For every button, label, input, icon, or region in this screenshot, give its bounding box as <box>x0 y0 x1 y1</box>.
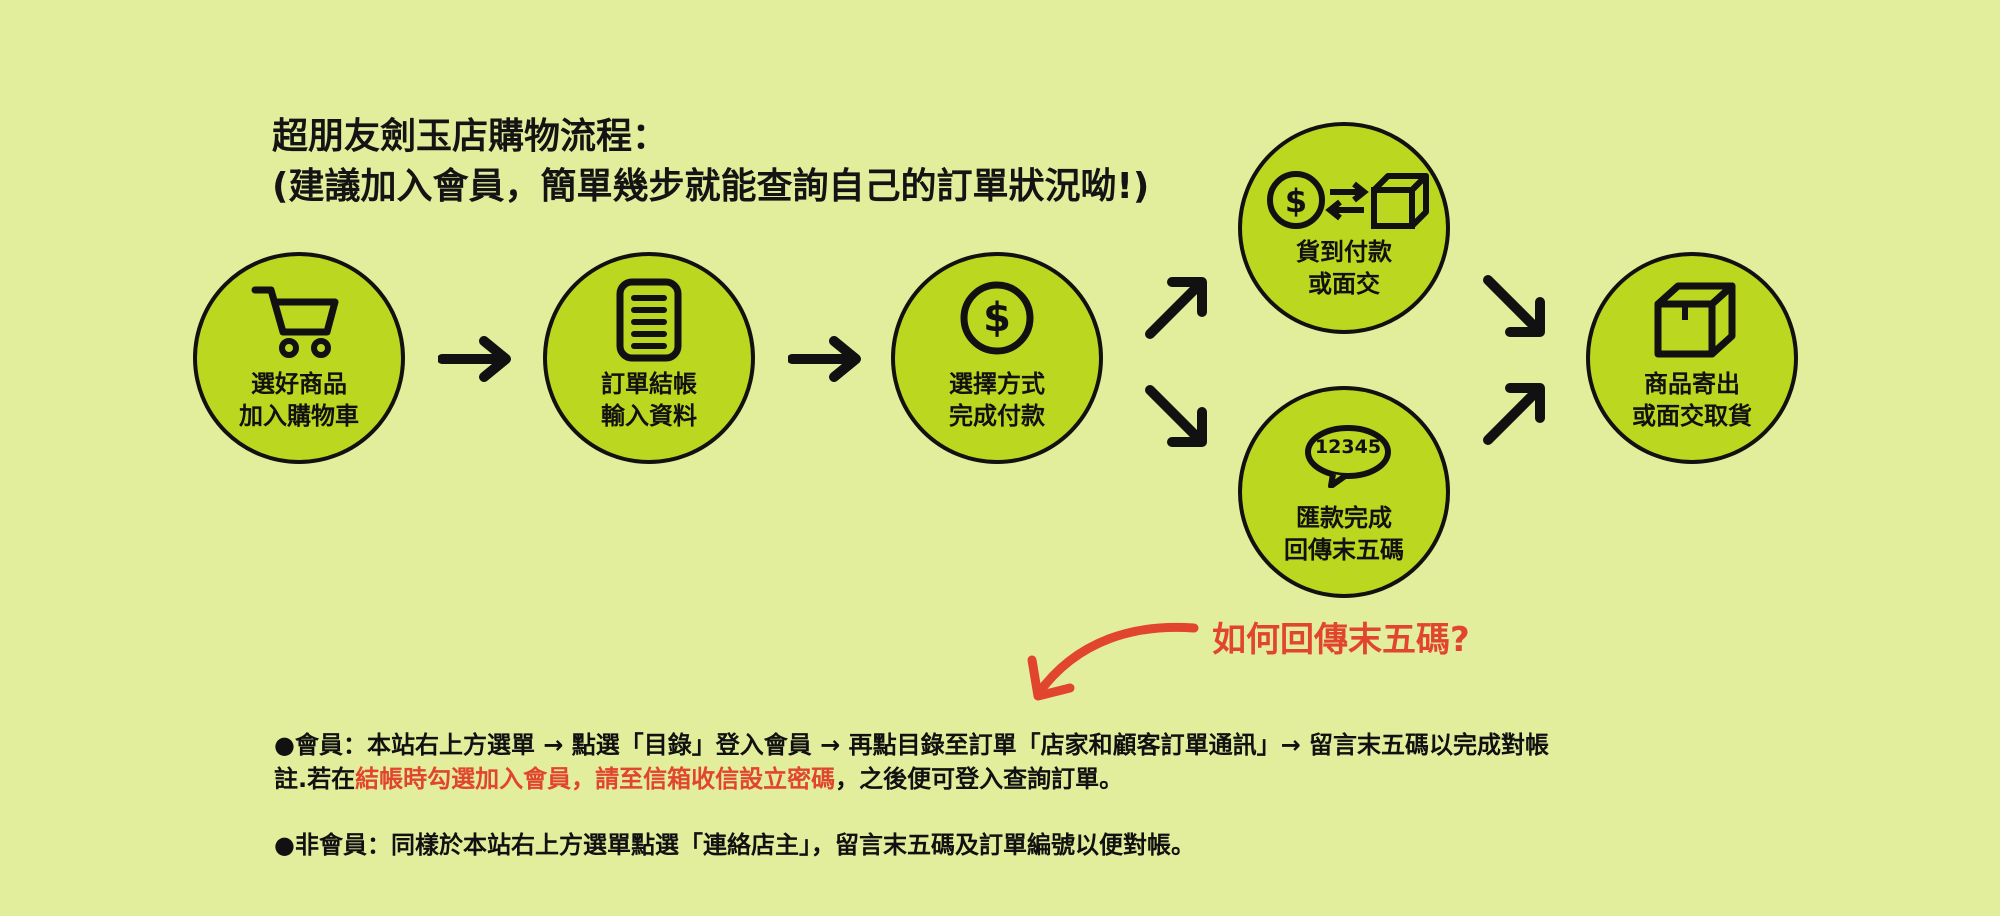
package-box-icon <box>1650 280 1740 360</box>
arrow-down-right-icon <box>1480 272 1550 342</box>
step-label-line2: 或面交取貨 <box>1590 400 1794 432</box>
step-label-line1: 選擇方式 <box>895 368 1099 400</box>
step-checkout: 訂單結帳 輸入資料 <box>543 252 755 464</box>
step-label-line1: 匯款完成 <box>1242 502 1446 534</box>
curved-arrow-icon <box>1018 608 1218 708</box>
remark-prefix: 註.若在 <box>274 765 355 793</box>
step-label-line2: 或面交 <box>1242 268 1446 300</box>
step-bank-transfer: 12345 匯款完成 回傳末五碼 <box>1238 386 1450 598</box>
step-label-line2: 輸入資料 <box>547 400 751 432</box>
arrow-down-right-icon <box>1142 382 1212 452</box>
step-label: 選擇方式 完成付款 <box>895 368 1099 432</box>
note-remark: 註.若在結帳時勾選加入會員，請至信箱收信設立密碼，之後便可登入查詢訂單。 <box>274 762 1123 796</box>
step-label: 訂單結帳 輸入資料 <box>547 368 751 432</box>
shopping-cart-icon <box>249 282 349 362</box>
step-ship-or-pickup: 商品寄出 或面交取貨 <box>1586 252 1798 464</box>
title-line-2: (建議加入會員，簡單幾步就能查詢自己的訂單狀況呦!) <box>272 162 1149 212</box>
step-cash-on-delivery: $ 貨到付款 或面交 <box>1238 122 1450 334</box>
step-label-line2: 回傳末五碼 <box>1242 534 1446 566</box>
note-member: ●會員：本站右上方選單 → 點選「目錄」登入會員 → 再點目錄至訂單「店家和顧客… <box>274 728 1549 762</box>
svg-text:$: $ <box>1285 182 1307 220</box>
step-label: 貨到付款 或面交 <box>1242 236 1446 300</box>
step-label-line2: 加入購物車 <box>197 400 401 432</box>
step-label-line2: 完成付款 <box>895 400 1099 432</box>
step-select-products: 選好商品 加入購物車 <box>193 252 405 464</box>
page-title: 超朋友劍玉店購物流程： (建議加入會員，簡單幾步就能查詢自己的訂單狀況呦!) <box>272 112 1149 212</box>
svg-text:$: $ <box>983 295 1011 341</box>
note-non-member: ●非會員：同樣於本站右上方選單點選「連絡店主」，留言末五碼及訂單編號以便對帳。 <box>274 828 1195 862</box>
arrow-right-icon <box>438 336 518 382</box>
step-payment-method: $ 選擇方式 完成付款 <box>891 252 1103 464</box>
title-line-1: 超朋友劍玉店購物流程： <box>272 112 1149 162</box>
arrow-right-icon <box>788 336 868 382</box>
step-label: 匯款完成 回傳末五碼 <box>1242 502 1446 566</box>
document-list-icon <box>614 278 684 362</box>
dollar-coin-icon: $ <box>957 278 1037 358</box>
step-label-line1: 貨到付款 <box>1242 236 1446 268</box>
step-label: 商品寄出 或面交取貨 <box>1590 368 1794 432</box>
arrow-up-right-icon <box>1480 378 1550 448</box>
arrow-up-right-icon <box>1142 272 1212 342</box>
bubble-number: 12345 <box>1303 436 1393 458</box>
step-label-line1: 商品寄出 <box>1590 368 1794 400</box>
dollar-exchange-box-icon: $ <box>1262 164 1432 234</box>
step-label-line1: 選好商品 <box>197 368 401 400</box>
remark-highlight: 結帳時勾選加入會員，請至信箱收信設立密碼 <box>355 765 835 793</box>
step-label: 選好商品 加入購物車 <box>197 368 401 432</box>
callout-how-to-send-code: 如何回傳末五碼? <box>1212 612 1470 661</box>
step-label-line1: 訂單結帳 <box>547 368 751 400</box>
remark-suffix: ，之後便可登入查詢訂單。 <box>835 765 1123 793</box>
